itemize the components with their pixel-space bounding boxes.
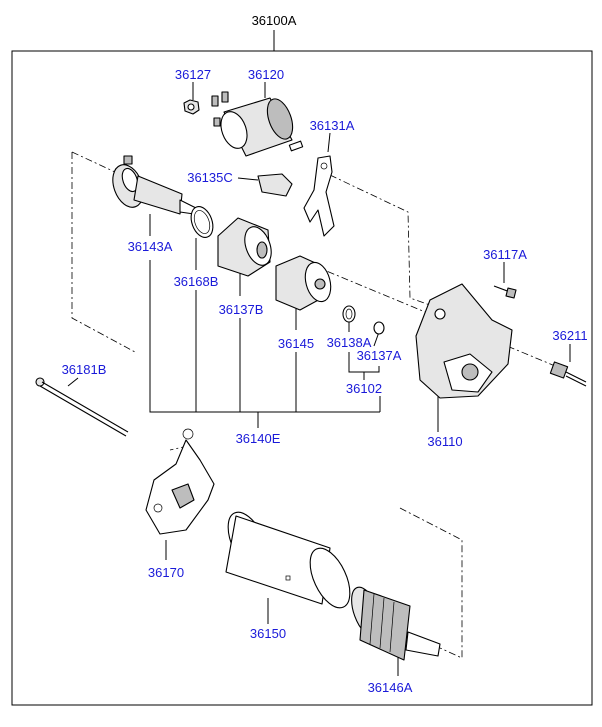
armature-36146A [351, 586, 441, 661]
gear-assembly-36137B [217, 217, 272, 277]
clip-36137A [373, 321, 385, 335]
bolt-36117A [493, 285, 517, 299]
brush-holder-36170 [145, 428, 215, 535]
lever-36131A [303, 155, 335, 237]
label-36137B: 36137B [219, 302, 264, 317]
label-36140E: 36140E [236, 431, 281, 446]
assembly-frame [11, 30, 593, 706]
label-36100A: 36100A [252, 13, 297, 28]
label-36168B: 36168B [174, 274, 219, 289]
solenoid-36120 [211, 91, 304, 157]
label-36150: 36150 [250, 626, 286, 641]
ring-36138A [342, 305, 356, 323]
label-36145: 36145 [278, 336, 314, 351]
plate-36135C [257, 173, 293, 197]
label-36170: 36170 [148, 565, 184, 580]
ring-36168B [190, 206, 214, 238]
nut-36127 [183, 99, 200, 115]
label-36137A: 36137A [357, 348, 402, 363]
label-36110: 36110 [427, 434, 462, 449]
clutch-36145 [275, 255, 332, 311]
bolt-36211 [549, 361, 587, 387]
label-36138A: 36138A [327, 335, 372, 350]
housing-36110 [415, 283, 513, 399]
through-bolt-36181B [35, 377, 129, 437]
label-36117A: 36117A [483, 247, 527, 262]
label-36135C: 36135C [187, 170, 233, 185]
label-36146A: 36146A [368, 680, 413, 695]
shaft-36143A [112, 155, 197, 215]
label-36131A: 36131A [310, 118, 355, 133]
yoke-36150 [225, 511, 351, 609]
label-36127: 36127 [175, 67, 211, 82]
callout-labels: 36100A 36127 36120 36131A 36135C 36143A … [62, 13, 588, 695]
label-36143A: 36143A [128, 239, 173, 254]
label-36211: 36211 [552, 328, 587, 343]
label-36120: 36120 [248, 67, 284, 82]
label-36181B: 36181B [62, 362, 107, 377]
label-36102: 36102 [346, 381, 382, 396]
